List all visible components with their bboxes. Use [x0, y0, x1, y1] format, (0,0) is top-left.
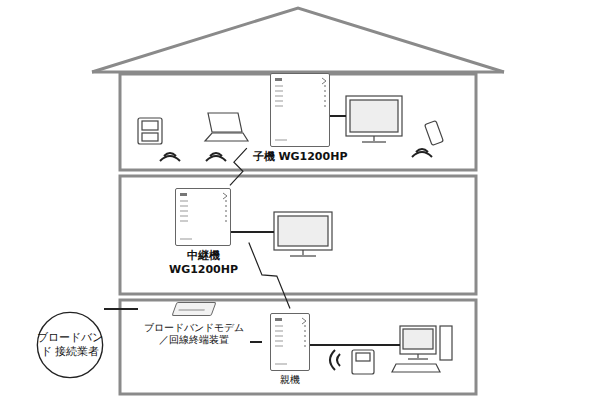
router-device: 子機 WG1200HP [248, 73, 352, 166]
router-device: 中継機 WG1200HP [160, 188, 246, 279]
device-label: 中継機 WG1200HP [169, 249, 237, 277]
router-body [175, 188, 231, 246]
router-body [270, 73, 330, 147]
modem-body [171, 302, 216, 316]
router-device: 親機 [262, 313, 318, 389]
router-body [270, 313, 310, 371]
device-detail [173, 303, 215, 315]
device-label: ブロードバンド 接続業者 [36, 331, 104, 359]
device-label: ブロードバンドモデム ／回線終端装置 [138, 322, 250, 346]
device-detail [176, 189, 230, 245]
cable-line [104, 308, 138, 310]
device-detail [271, 314, 309, 370]
device-detail [271, 74, 329, 146]
device-label: 子機 WG1200HP [248, 150, 352, 164]
modem-device: ブロードバンドモデム ／回線終端装置 [138, 302, 250, 348]
cable-line [250, 341, 262, 343]
provider-circle: ブロードバンド 接続業者 [36, 311, 104, 379]
wireless-link [249, 243, 290, 309]
device-label: 親機 [262, 374, 318, 387]
wireless-link [230, 148, 247, 185]
